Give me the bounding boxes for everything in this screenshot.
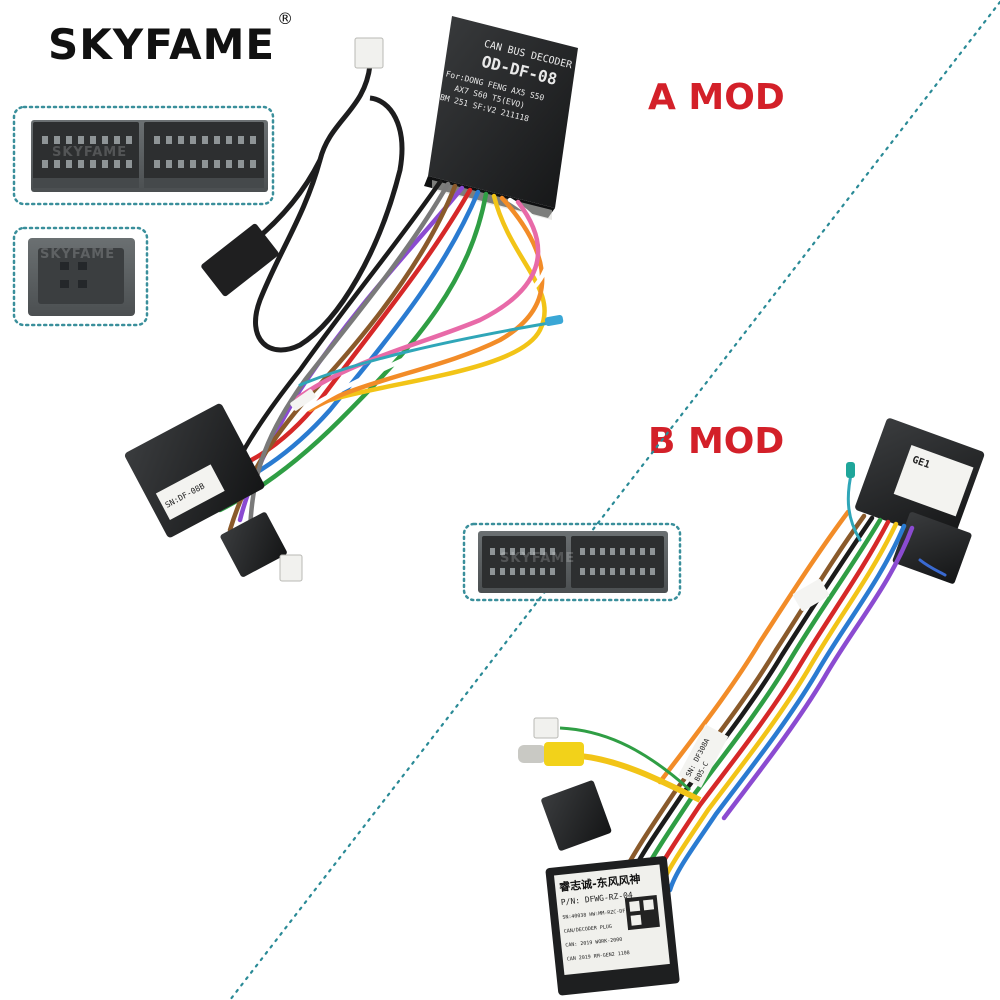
watermark-text: SKYFAME: [500, 551, 575, 566]
brand-logo: SKYFAME®: [48, 11, 294, 66]
watermark-text: SKYFAME: [52, 145, 127, 160]
brand-name: SKYFAME: [48, 20, 276, 69]
decoder-b-line5: CAN: 2019 WORK-2000: [565, 937, 623, 949]
harness-a: CAN BUS DECODER OD-DF-08 For:DONG FENG A…: [124, 16, 578, 582]
connector-inset-small: SKYFAME: [12, 226, 149, 327]
qr-code-icon: [624, 894, 660, 931]
registered-mark: ®: [277, 9, 295, 28]
decoder-b-line4: CAN/DECODER PLUG: [564, 924, 613, 935]
harness-b: GE1: [518, 418, 985, 996]
mod-b-label: B MOD: [648, 421, 785, 462]
connector-inset-b: SKYFAME: [462, 522, 682, 602]
connector-inset-large: SKYFAME: [12, 105, 275, 206]
watermark-text: SKYFAME: [40, 247, 115, 262]
diagonal-divider: [228, 0, 1000, 1000]
mod-a-label: A MOD: [648, 77, 785, 118]
